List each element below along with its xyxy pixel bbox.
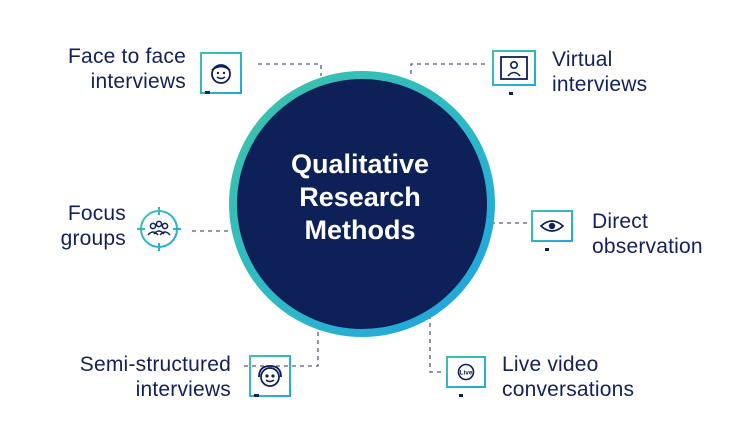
label-virtual: Virtual interviews bbox=[552, 47, 647, 97]
label-line: Live video bbox=[502, 353, 599, 376]
group-target-icon bbox=[137, 207, 181, 251]
connector-virtual bbox=[410, 63, 485, 76]
label-line: Semi-structured bbox=[79, 353, 231, 376]
label-line: interviews bbox=[90, 70, 186, 93]
center-title-line-3: Methods bbox=[304, 215, 416, 245]
label-line: observation bbox=[592, 235, 703, 258]
label-line: conversations bbox=[502, 378, 635, 401]
label-focus-groups: Focus groups bbox=[61, 201, 126, 251]
connector-semi-structured bbox=[244, 320, 319, 367]
label-direct-observation: Direct observation bbox=[592, 209, 703, 259]
connector-live-video bbox=[429, 318, 441, 373]
monitor-person-icon bbox=[492, 50, 536, 95]
label-face-to-face: Face to face interviews bbox=[68, 44, 186, 94]
center-title: Qualitative Research Methods bbox=[248, 148, 472, 247]
monitor-eye-icon bbox=[531, 210, 573, 251]
label-line: Focus bbox=[67, 202, 126, 225]
label-line: groups bbox=[60, 227, 126, 250]
label-line: Face to face bbox=[68, 45, 186, 68]
label-line: Direct bbox=[592, 210, 649, 233]
label-line: Virtual bbox=[552, 48, 613, 71]
monitor-live-icon: Live bbox=[446, 356, 486, 397]
connector-face-to-face bbox=[258, 63, 322, 76]
smiley-headset-icon bbox=[249, 355, 291, 397]
label-line: interviews bbox=[552, 73, 648, 96]
label-semi-structured: Semi-structured interviews bbox=[80, 352, 231, 402]
label-line: interviews bbox=[135, 378, 231, 401]
central-hub bbox=[229, 71, 495, 337]
center-title-line-1: Qualitative bbox=[290, 149, 430, 179]
hub-core bbox=[237, 79, 487, 329]
live-badge-text: Live bbox=[459, 370, 472, 377]
smiley-face-icon bbox=[200, 52, 242, 94]
label-live-video: Live video conversations bbox=[502, 352, 634, 402]
center-title-line-2: Research bbox=[299, 182, 421, 212]
